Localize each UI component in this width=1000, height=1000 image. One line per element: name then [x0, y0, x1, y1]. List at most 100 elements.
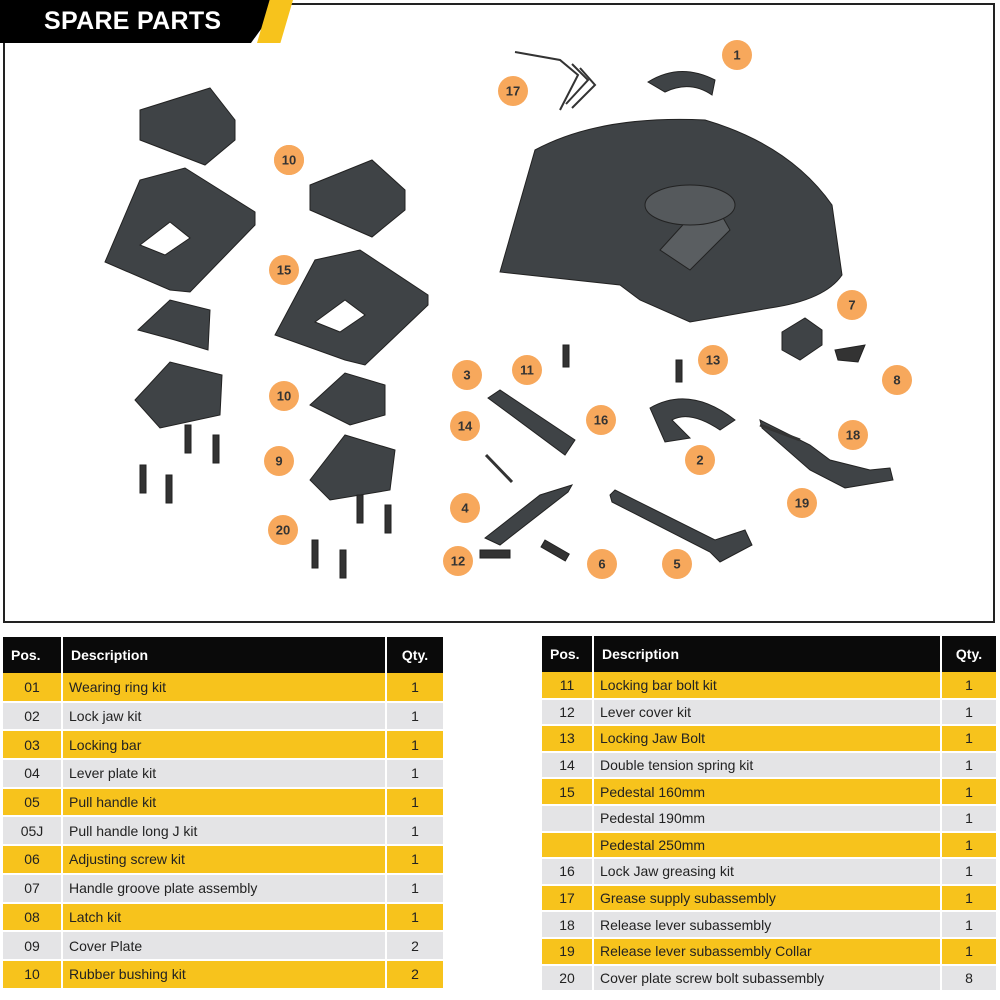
part-description: Double tension spring kit — [593, 751, 942, 780]
part-description: Handle groove plate assembly — [62, 873, 387, 904]
cover-plate-right-lower — [309, 434, 396, 501]
part-quantity: 1 — [941, 884, 996, 913]
part-description: Pedestal 190mm — [593, 804, 942, 833]
part-position: 05 — [3, 787, 63, 818]
callout-1: 1 — [722, 40, 752, 70]
callout-6: 6 — [587, 549, 617, 579]
release-lever-part — [759, 419, 894, 489]
part-position: 10 — [3, 959, 63, 990]
grease-supply-part — [514, 51, 597, 111]
callout-14: 14 — [450, 411, 480, 441]
part-position: 18 — [542, 911, 594, 939]
part-description: Locking bar bolt kit — [593, 672, 942, 700]
header-banner — [0, 0, 282, 43]
callout-10: 10 — [269, 381, 299, 411]
part-description: Locking Jaw Bolt — [593, 725, 942, 753]
part-description: Grease supply subassembly — [593, 884, 942, 913]
pull-handle-part — [609, 489, 753, 563]
rubber-bushing-top-right — [309, 159, 406, 238]
part-quantity: 1 — [386, 902, 443, 933]
exploded-parts-diagram: 12345678910101011121314151617181920 — [104, 40, 912, 579]
part-quantity: 1 — [386, 873, 443, 904]
callout-13: 13 — [698, 345, 728, 375]
callout-19: 19 — [787, 488, 817, 518]
callout-label: 9 — [275, 454, 282, 469]
lever-plate-part — [484, 484, 574, 546]
part-position: 11 — [542, 672, 594, 700]
callout-4: 4 — [450, 493, 480, 523]
header-qty: Qty. — [941, 636, 996, 672]
part-position — [542, 804, 594, 833]
part-quantity: 8 — [941, 964, 996, 993]
callout-label: 6 — [598, 557, 605, 572]
callout-label: 15 — [277, 263, 291, 278]
callout-17: 17 — [498, 76, 528, 106]
part-description: Locking bar — [62, 730, 387, 761]
small-fittings — [479, 344, 866, 562]
part-quantity: 1 — [386, 730, 443, 761]
bolt-set — [139, 424, 392, 579]
callout-label: 2 — [696, 453, 703, 468]
part-position: 14 — [542, 751, 594, 780]
diagram-frame — [3, 3, 995, 623]
part-position: 16 — [542, 858, 594, 886]
callout-12: 12 — [443, 546, 473, 576]
callout-label: 14 — [458, 419, 473, 434]
part-description: Lock jaw kit — [62, 701, 387, 732]
part-description: Cover plate screw bolt subassembly — [593, 964, 942, 993]
callout-label: 7 — [848, 298, 855, 313]
cover-plate-left-upper — [137, 299, 211, 351]
part-position: 06 — [3, 845, 63, 875]
callout-18: 18 — [838, 420, 868, 450]
callout-label: 1 — [733, 48, 740, 63]
header-pos: Pos. — [3, 637, 63, 673]
header-description: Description — [62, 637, 387, 673]
callout-label: 4 — [461, 501, 469, 516]
callout-label: 18 — [846, 428, 860, 443]
part-quantity: 1 — [941, 937, 996, 966]
callout-label: 10 — [282, 153, 296, 168]
callout-7: 7 — [837, 290, 867, 320]
part-position — [542, 831, 594, 860]
part-position: 19 — [542, 937, 594, 966]
callout-label: 3 — [463, 368, 470, 383]
callout-label: 17 — [506, 84, 520, 99]
part-quantity: 1 — [386, 673, 443, 703]
part-description: Cover Plate — [62, 931, 387, 961]
callout-16: 16 — [586, 405, 616, 435]
callout-label: 13 — [706, 353, 720, 368]
cover-plate-right-upper — [309, 372, 386, 426]
part-quantity: 1 — [941, 858, 996, 886]
part-quantity: 1 — [941, 672, 996, 700]
callout-11: 11 — [512, 355, 542, 385]
part-quantity: 2 — [386, 931, 443, 961]
callout-label: 20 — [276, 523, 290, 538]
part-quantity: 1 — [941, 698, 996, 727]
part-description: Rubber bushing kit — [62, 959, 387, 990]
part-description: Pull handle long J kit — [62, 816, 387, 847]
part-position: 15 — [542, 778, 594, 806]
callout-15: 15 — [269, 255, 299, 285]
locking-bar-part — [487, 389, 576, 456]
callout-20: 20 — [268, 515, 298, 545]
callout-8: 8 — [882, 365, 912, 395]
part-position: 13 — [542, 725, 594, 753]
part-position: 04 — [3, 759, 63, 789]
part-quantity: 1 — [941, 778, 996, 806]
